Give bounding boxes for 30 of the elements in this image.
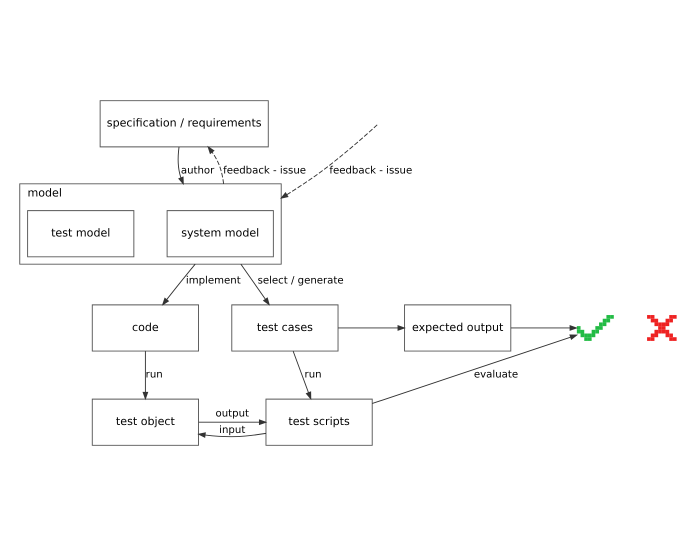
node-box: test object (92, 398, 199, 446)
node-box: expected output (404, 304, 512, 352)
edge-label: author (180, 166, 214, 176)
arrow (372, 334, 578, 404)
edge-label: implement (186, 275, 241, 286)
arrow (510, 325, 578, 331)
arrow (207, 146, 224, 184)
node-box: code (92, 304, 199, 352)
node-box: test scripts (266, 398, 373, 446)
edge-label: feedback - issue (329, 166, 412, 176)
arrow (197, 432, 266, 438)
edge-label: run (146, 370, 163, 381)
edge-label: output (216, 408, 249, 420)
edge-label: evaluate (474, 370, 518, 381)
node-box: test cases (231, 304, 338, 352)
edge-label: select / generate (258, 275, 344, 286)
node-box: test model (27, 210, 134, 258)
arrow (280, 124, 378, 199)
arrow (292, 350, 312, 400)
edge-label: input (219, 425, 246, 436)
edge-label: run (304, 370, 322, 381)
arrow (142, 350, 148, 400)
node-box: system model (166, 210, 274, 258)
arrow (240, 264, 270, 306)
arrow (338, 325, 406, 331)
edge-label: feedback - issue (223, 166, 306, 176)
node-box: specification / requirements (100, 100, 269, 148)
arrow (162, 264, 196, 306)
arrow (198, 419, 268, 426)
arrow (178, 146, 184, 186)
